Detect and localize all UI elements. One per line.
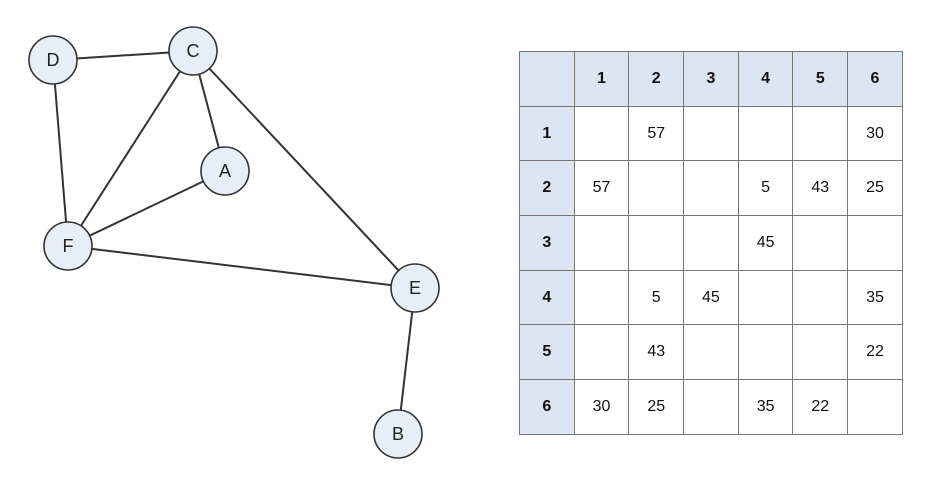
node-label: C [187,41,200,61]
col-header-1: 1 [573,51,630,107]
col-header-6: 6 [847,51,903,107]
col-header-3: 3 [683,51,739,107]
node-label: A [219,161,231,181]
matrix-cell: 45 [737,215,794,271]
matrix-cell: 57 [573,160,630,217]
matrix-cell: 35 [847,269,903,326]
matrix-cell [628,215,685,271]
node-label: F [63,236,74,256]
edge-d-f [52,59,69,247]
edge-c-e [192,50,416,289]
row-header: 1 [519,105,575,162]
col-header-2: 2 [628,51,685,107]
node-circle [373,409,423,459]
matrix-cell: 5 [628,269,685,326]
matrix-cell [737,105,794,162]
node-circle [28,35,78,85]
col-header-4: 4 [737,51,794,107]
node-b: B [373,409,423,459]
edge-f-e [67,245,416,289]
row-header: 6 [519,379,575,435]
row-header: 5 [519,324,575,381]
node-label: B [392,424,404,444]
matrix-cell: 22 [792,379,849,435]
node-a: A [200,146,250,196]
node-e: E [390,263,440,313]
matrix-cell: 25 [847,160,903,217]
matrix-cell: 30 [847,105,903,162]
graph-edges [52,50,416,435]
edge-a-f [67,170,226,247]
matrix-row: 3 45 [519,215,903,271]
matrix-cell [847,215,903,271]
matrix-cell [683,105,739,162]
matrix-cell [683,160,739,217]
node-circle [200,146,250,196]
node-circle [390,263,440,313]
matrix-cell [792,105,849,162]
matrix-cell [737,324,794,381]
matrix-cell: 43 [628,324,685,381]
node-label: D [47,50,60,70]
matrix-cell [683,324,739,381]
matrix-cell [683,379,739,435]
matrix-cell: 5 [737,160,794,217]
row-header: 4 [519,269,575,326]
matrix-cell: 22 [847,324,903,381]
node-f: F [43,221,93,271]
matrix-cell: 43 [792,160,849,217]
graph-diagram: A B C D E F [28,26,440,459]
matrix-cell [573,105,630,162]
edge-c-f [67,50,194,247]
row-header: 3 [519,215,575,271]
node-label: E [409,278,421,298]
matrix-cell [792,215,849,271]
matrix-row: 1 57 30 [519,105,903,162]
matrix-cell [573,324,630,381]
matrix-row: 5 43 22 [519,324,903,381]
matrix-cell: 35 [737,379,794,435]
matrix-corner-cell [519,51,575,107]
matrix-cell [847,379,903,435]
matrix-cell [737,269,794,326]
matrix-cell [628,160,685,217]
matrix-cell [683,215,739,271]
node-circle [43,221,93,271]
col-header-5: 5 [792,51,849,107]
matrix-cell: 45 [683,269,739,326]
matrix-cell [573,215,630,271]
row-header: 2 [519,160,575,217]
node-d: D [28,35,78,85]
matrix-cell: 25 [628,379,685,435]
matrix-header-row: 1 2 3 4 5 6 [519,51,903,107]
matrix-cell: 57 [628,105,685,162]
matrix-cell [573,269,630,326]
matrix-cell: 30 [573,379,630,435]
node-c: C [168,26,218,76]
graph-nodes: A B C D E F [28,26,440,459]
node-circle [168,26,218,76]
matrix-cell [792,324,849,381]
matrix-cell [792,269,849,326]
